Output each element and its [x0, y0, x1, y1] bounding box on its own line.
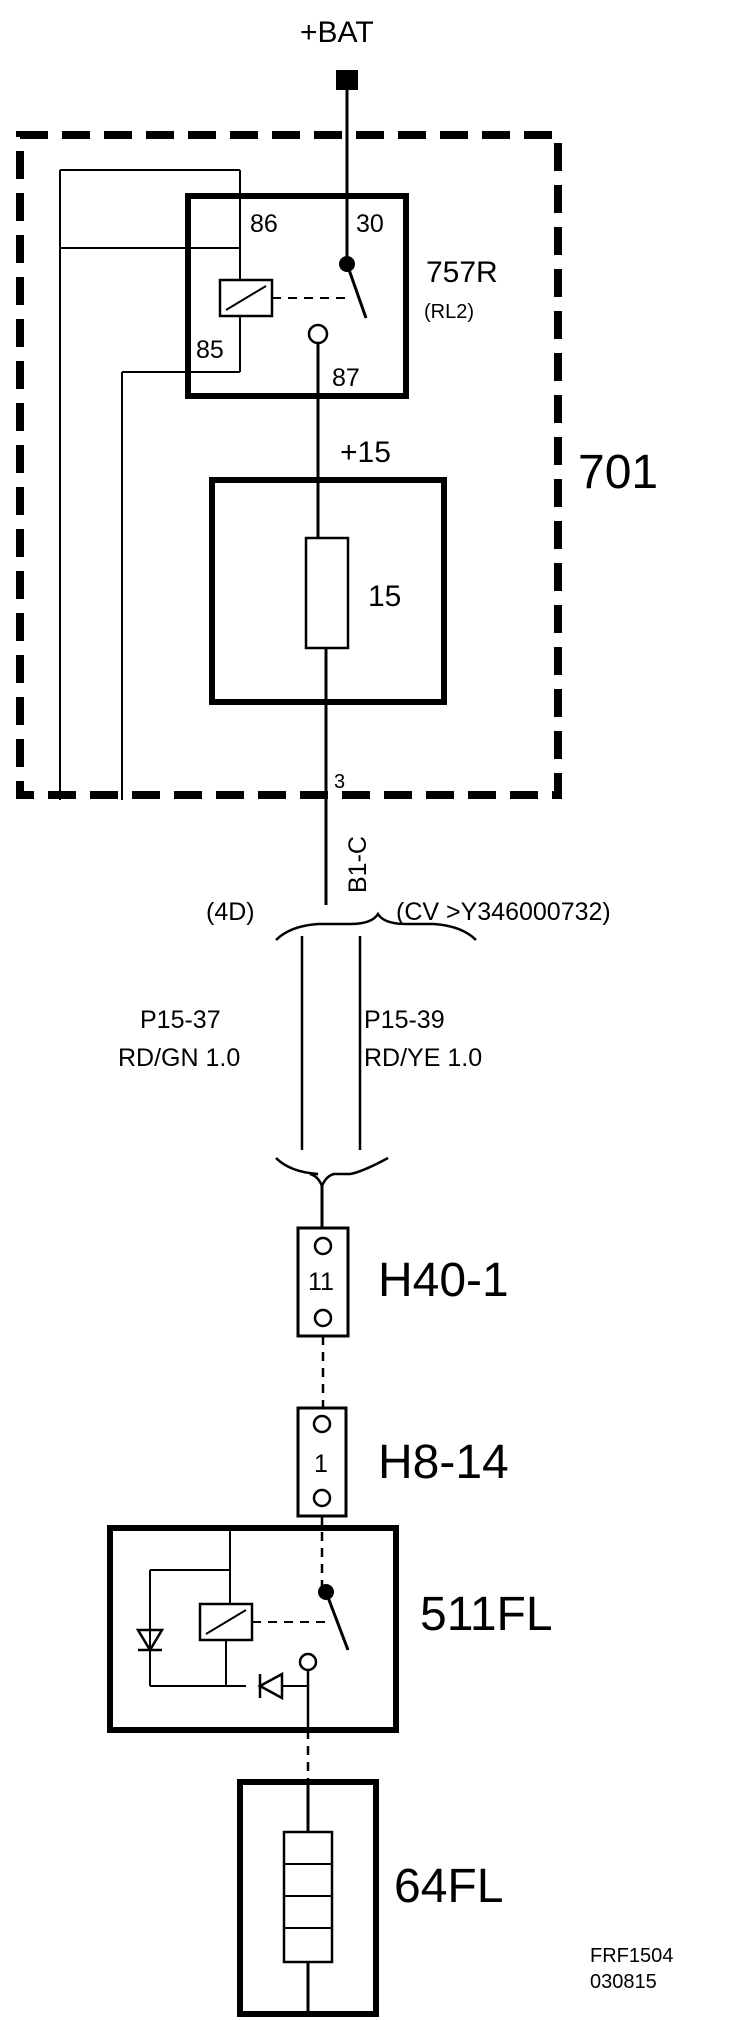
wire-left-spec: RD/GN 1.0 — [118, 1044, 240, 1072]
fuse-element — [304, 536, 350, 650]
relay-pin-30: 30 — [356, 210, 384, 238]
relay-sub: (RL2) — [424, 301, 474, 323]
connector-h8-id: H8-14 — [378, 1436, 509, 1489]
drawing-code: FRF1504 — [590, 1945, 673, 1967]
relay-contact-87 — [307, 323, 329, 345]
battery-terminal — [336, 70, 358, 90]
wire-right-code: P15-39 — [364, 1006, 445, 1034]
drawing-date: 030815 — [590, 1971, 657, 1993]
relay-pin-85: 85 — [196, 336, 224, 364]
fog-relay-switch-blade — [324, 1591, 350, 1651]
relay-switch-blade — [345, 263, 368, 319]
connector-h40-id: H40-1 — [378, 1254, 509, 1307]
connector-pin: 3 — [334, 771, 345, 793]
fuse-15-box — [209, 477, 447, 705]
connector-h8-pin: 1 — [314, 1450, 328, 1478]
central-unit-701-box — [16, 131, 562, 799]
relay-id: 757R — [426, 256, 498, 289]
relay-757r-box — [185, 193, 409, 399]
central-unit-id: 701 — [578, 446, 658, 499]
splice-right-label: (CV >Y346000732) — [396, 898, 611, 926]
splice-brace-top — [275, 911, 477, 941]
fog-relay-contact — [298, 1652, 318, 1672]
relay-pin-87: 87 — [332, 364, 360, 392]
wire-left-code: P15-37 — [140, 1006, 221, 1034]
splice-brace-bottom — [275, 1156, 389, 1190]
splice-left-label: (4D) — [206, 898, 255, 926]
fuse-number: 15 — [368, 580, 401, 613]
supply-label: +BAT — [300, 16, 374, 49]
relay-pin-86: 86 — [250, 210, 278, 238]
fog-relay-diode-bottom — [257, 1671, 284, 1701]
fuse-supply-label: +15 — [340, 436, 391, 469]
fog-relay-diode-left — [135, 1628, 165, 1653]
wire-right-spec: RD/YE 1.0 — [364, 1044, 482, 1072]
fog-relay-id: 511FL — [420, 1588, 553, 1641]
fog-lamp-id: 64FL — [394, 1860, 503, 1913]
connector-id: B1-C — [344, 836, 372, 893]
connector-h40-pin: 11 — [308, 1268, 334, 1296]
fog-relay-box — [107, 1525, 399, 1733]
